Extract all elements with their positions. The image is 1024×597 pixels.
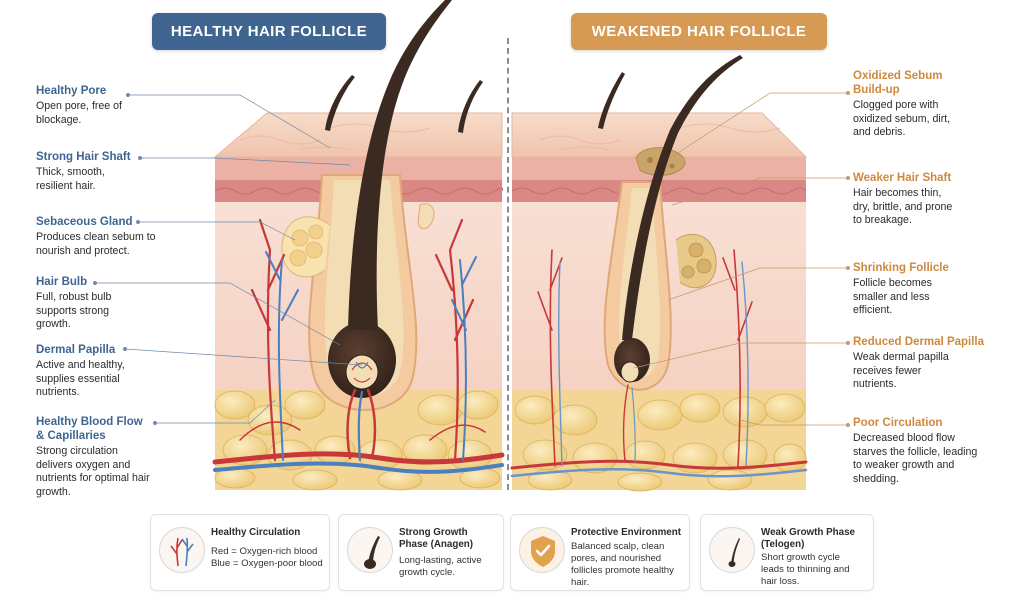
label-title: Sebaceous Gland (36, 216, 133, 228)
label-desc: Produces clean sebum to nourish and prot… (36, 231, 156, 257)
weak-hair-icon (709, 527, 755, 573)
label-title: Weaker Hair Shaft (853, 172, 952, 184)
weakened-follicle (603, 55, 743, 391)
label-title: Dermal Papilla (36, 344, 116, 356)
legend-weak-growth-phase: Weak Growth Phase (Telogen) Short growth… (700, 514, 874, 591)
label-desc: Thick, smooth, resilient hair. (36, 166, 105, 192)
label-hair-bulb: Hair Bulb Full, robust bulb supports str… (36, 275, 186, 332)
shield-check-icon (519, 527, 565, 573)
capillary-icon (159, 527, 205, 573)
label-title: Strong Hair Shaft (36, 151, 131, 163)
healthy-follicle (281, 0, 452, 411)
label-strong-hair-shaft: Strong Hair Shaft Thick, smooth, resilie… (36, 150, 186, 193)
legend-protective-environment: Protective Environment Balanced scalp, c… (510, 514, 690, 591)
weakened-blood-vessels (510, 249, 808, 478)
label-desc: Active and healthy, supplies essential n… (36, 359, 125, 398)
label-desc: Hair becomes thin, dry, brittle, and pro… (853, 187, 953, 226)
leader-lines (93, 93, 363, 425)
label-healthy-pore: Healthy Pore Open pore, free of blockage… (36, 84, 186, 127)
weakened-follicle-title: WEAKENED HAIR FOLLICLE (571, 13, 827, 50)
label-reduced-dermal-papilla: Reduced Dermal Papilla Weak dermal papil… (853, 335, 1003, 392)
legend-text: Red = Oxygen-rich blood (211, 546, 318, 557)
legend-title: Protective Environment (571, 527, 681, 538)
label-title: Reduced Dermal Papilla (853, 336, 985, 348)
label-desc: Strong circulation delivers oxygen and n… (36, 445, 150, 498)
label-title: Oxidized Sebum Build-up (853, 70, 943, 96)
label-desc: Follicle becomes smaller and less effici… (853, 277, 932, 316)
label-dermal-papilla: Dermal Papilla Active and healthy, suppl… (36, 343, 186, 400)
legend-strong-growth-phase: Strong Growth Phase (Anagen) Long-lastin… (338, 514, 504, 591)
label-desc: Decreased blood flow starves the follicl… (853, 432, 978, 485)
label-poor-circulation: Poor Circulation Decreased blood flow st… (853, 416, 1003, 486)
label-title: Healthy Blood Flow & Capillaries (36, 416, 143, 442)
label-oxidized-sebum: Oxidized Sebum Build-up Clogged pore wit… (853, 69, 1003, 140)
label-title: Shrinking Follicle (853, 262, 949, 274)
label-desc: Clogged pore with oxidized sebum, dirt, … (853, 99, 951, 138)
legend-text: Balanced scalp, clean pores, and nourish… (571, 541, 674, 588)
label-desc: Full, robust bulb supports strong growth… (36, 291, 112, 330)
strong-hair-icon (347, 527, 393, 573)
label-title: Hair Bulb (36, 276, 88, 288)
label-title: Poor Circulation (853, 417, 943, 429)
label-sebaceous-gland: Sebaceous Gland Produces clean sebum to … (36, 215, 186, 258)
healthy-follicle-title: HEALTHY HAIR FOLLICLE (152, 13, 386, 50)
label-weaker-hair-shaft: Weaker Hair Shaft Hair becomes thin, dry… (853, 171, 1003, 228)
legend-text: Long-lasting, active growth cycle. (399, 555, 482, 578)
healthy-short-hairs (325, 75, 483, 133)
legend-healthy-circulation: Healthy Circulation Red = Oxygen-rich bl… (150, 514, 330, 591)
label-shrinking-follicle: Shrinking Follicle Follicle becomes smal… (853, 261, 1003, 318)
legend-title: Healthy Circulation (211, 527, 301, 538)
label-title: Healthy Pore (36, 85, 107, 97)
legend-text: Short growth cycle leads to thinning and… (761, 552, 850, 587)
legend-title: Strong Growth Phase (Anagen) (399, 527, 474, 550)
label-healthy-blood-flow: Healthy Blood Flow & Capillaries Strong … (36, 415, 186, 499)
leader-lines-right (633, 91, 850, 427)
legend-text: Blue = Oxygen-poor blood (211, 558, 323, 569)
label-desc: Weak dermal papilla receives fewer nutri… (853, 351, 949, 390)
label-desc: Open pore, free of blockage. (36, 100, 122, 126)
healthy-blood-vessels (212, 218, 505, 474)
legend-title: Weak Growth Phase (Telogen) (761, 527, 856, 550)
weakened-short-hairs (598, 72, 625, 129)
panel-divider (507, 38, 509, 490)
